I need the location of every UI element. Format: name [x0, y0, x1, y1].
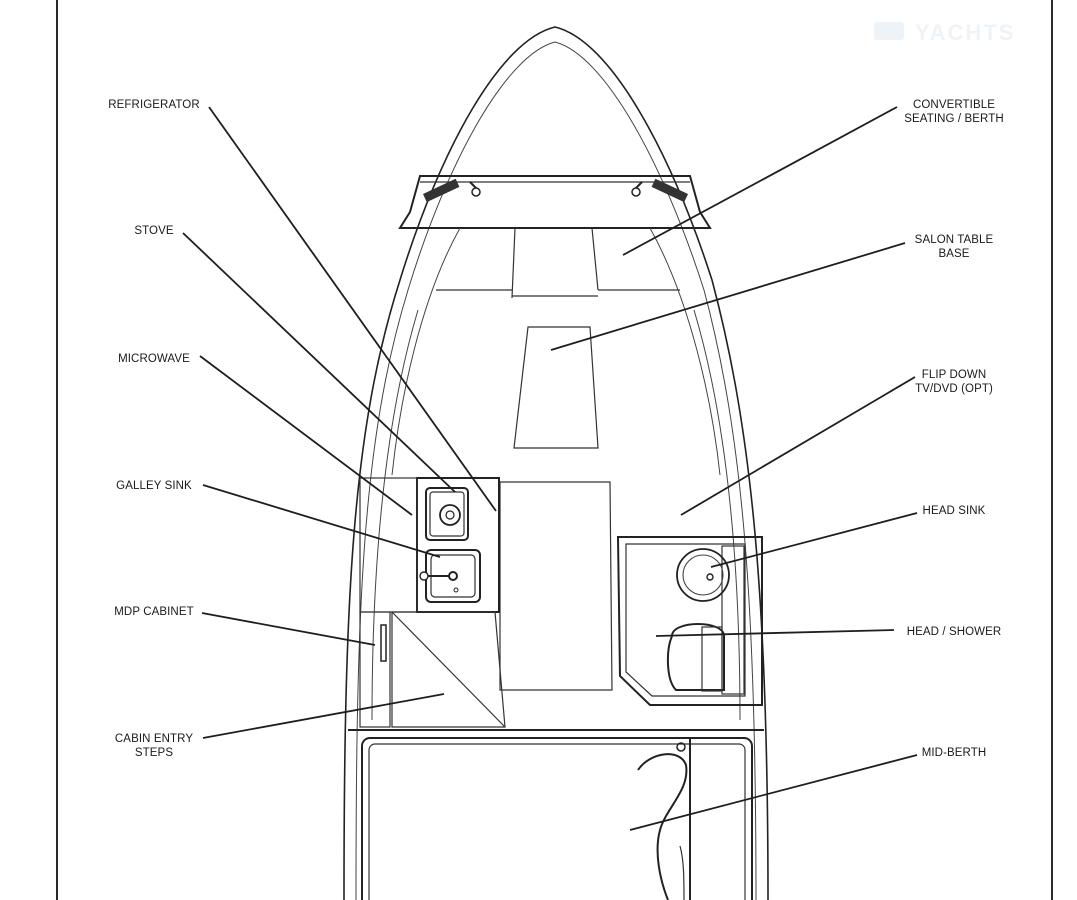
bow-locker: [398, 175, 712, 229]
leader-refrigerator: [208, 106, 497, 512]
leader-head-sink: [710, 512, 918, 568]
label-mid-berth: MID-BERTH: [922, 747, 987, 759]
mid-berth: [361, 737, 753, 900]
watermark-text: YACHTS: [915, 20, 1015, 45]
leader-mid-berth: [629, 754, 918, 831]
leader-convertible-seating: [622, 106, 898, 256]
label-salon-table-base-line1: SALON TABLE: [915, 234, 994, 246]
label-refrigerator: REFRIGERATOR: [108, 99, 200, 111]
label-convertible-seating-line1: CONVERTIBLE: [913, 99, 995, 111]
leader-cabin-entry-steps: [202, 693, 445, 739]
salon-walkway: [499, 481, 613, 691]
bow-light-left-icon: [422, 178, 481, 203]
galley-unit: [359, 477, 500, 613]
label-stove: STOVE: [134, 225, 174, 237]
label-convertible-seating-line2: SEATING / BERTH: [904, 113, 1003, 125]
label-head-shower: HEAD / SHOWER: [907, 626, 1002, 638]
leader-lines: [182, 106, 918, 831]
salon-table-base: [513, 326, 599, 449]
hull-outline: [343, 26, 769, 900]
label-mdp-cabinet: MDP CABINET: [114, 606, 193, 618]
head-compartment: [616, 536, 763, 706]
convertible-seating: [391, 227, 721, 476]
head-sink: [676, 548, 730, 602]
label-flip-down-tv-line1: FLIP DOWN: [922, 369, 987, 381]
label-cabin-entry-steps-line1: CABIN ENTRY: [115, 733, 193, 745]
leader-salon-table-base: [550, 242, 906, 351]
head-toilet: [666, 623, 725, 692]
labels-right: CONVERTIBLE SEATING / BERTH SALON TABLE …: [904, 99, 1003, 759]
leader-galley-sink: [202, 484, 441, 558]
cabin-entry-steps: [391, 611, 506, 728]
labels-left: REFRIGERATOR STOVE MICROWAVE GALLEY SINK…: [108, 99, 200, 759]
galley-sink: [419, 549, 481, 603]
label-flip-down-tv-line2: TV/DVD (OPT): [915, 383, 993, 395]
mdp-cabinet: [359, 611, 391, 728]
label-head-sink: HEAD SINK: [923, 505, 986, 517]
leader-flip-down-tv: [680, 376, 916, 516]
label-cabin-entry-steps-line2: STEPS: [135, 747, 173, 759]
leader-microwave: [199, 355, 413, 516]
label-microwave: MICROWAVE: [118, 353, 190, 365]
label-galley-sink: GALLEY SINK: [116, 480, 192, 492]
stove: [425, 487, 469, 541]
leader-mdp-cabinet: [201, 612, 376, 646]
label-salon-table-base-line2: BASE: [938, 248, 969, 260]
watermark-logo: YACHTS: [874, 20, 1015, 45]
leader-head-shower: [655, 629, 895, 637]
leader-stove: [182, 232, 456, 493]
bow-light-right-icon: [631, 178, 689, 203]
